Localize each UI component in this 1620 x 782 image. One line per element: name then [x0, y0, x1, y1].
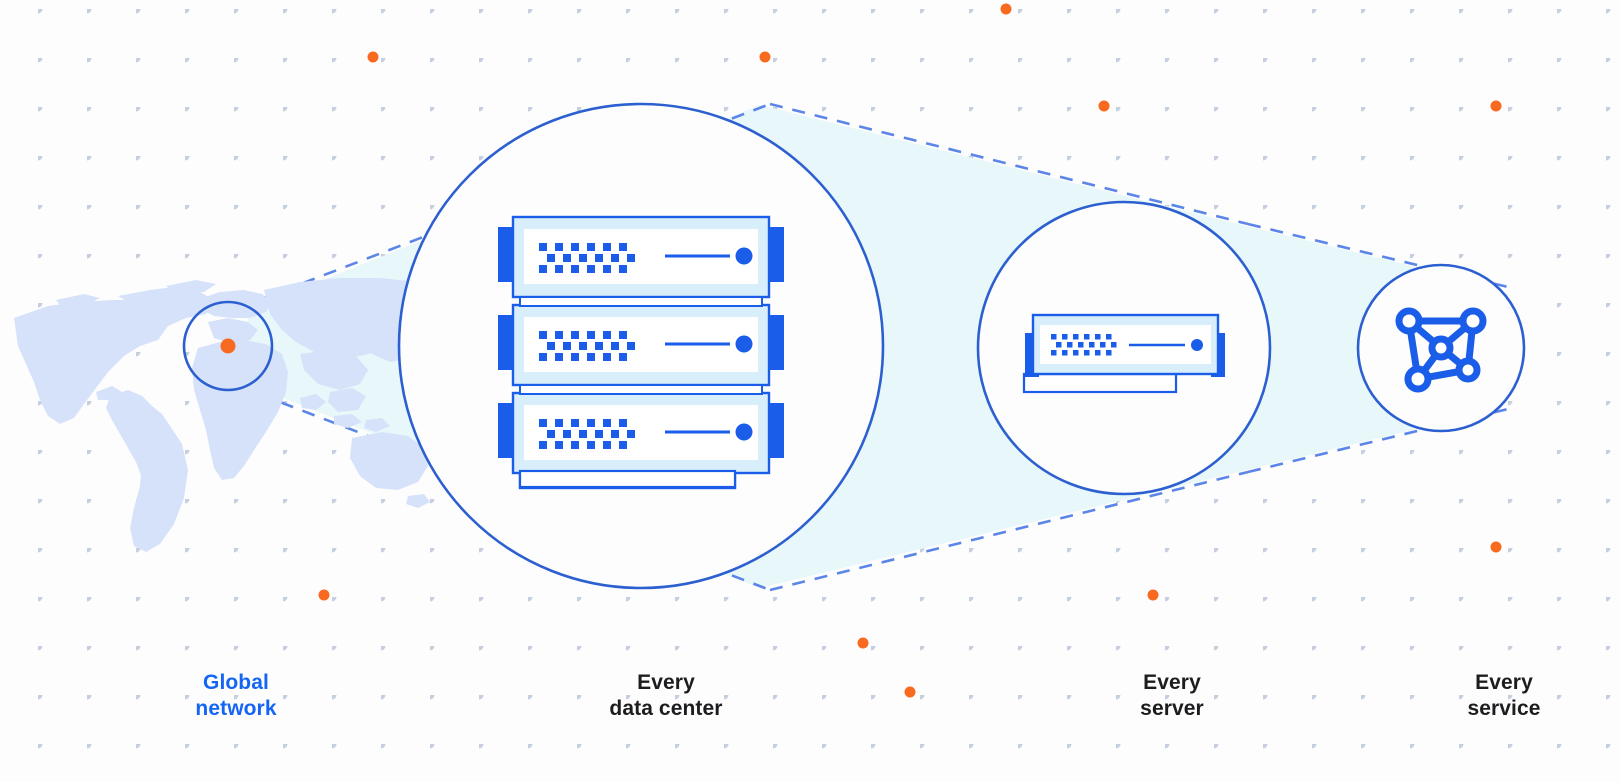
- graph-node-bottom-left: [1404, 365, 1432, 393]
- datacenter-circle-outline: [397, 102, 885, 590]
- server-circle-outline: [976, 200, 1272, 496]
- server-rack-icon: [498, 215, 784, 490]
- graph-node-center: [1428, 335, 1454, 361]
- globe-focus-circle: [182, 300, 274, 392]
- graph-node-bottom-right: [1455, 357, 1481, 383]
- globe-marker-dot: [220, 338, 236, 354]
- server-unit-2: [498, 303, 784, 387]
- server-unit-icon: [1022, 313, 1225, 394]
- graph-node-top-left: [1395, 307, 1423, 335]
- graph-node-top-right: [1459, 307, 1487, 335]
- server-unit-1: [498, 215, 784, 299]
- highlight-dots: [318, 3, 1502, 698]
- server-unit-3: [498, 391, 784, 475]
- service-circle-outline: [1356, 263, 1526, 433]
- network-graph-icon: [1395, 307, 1487, 393]
